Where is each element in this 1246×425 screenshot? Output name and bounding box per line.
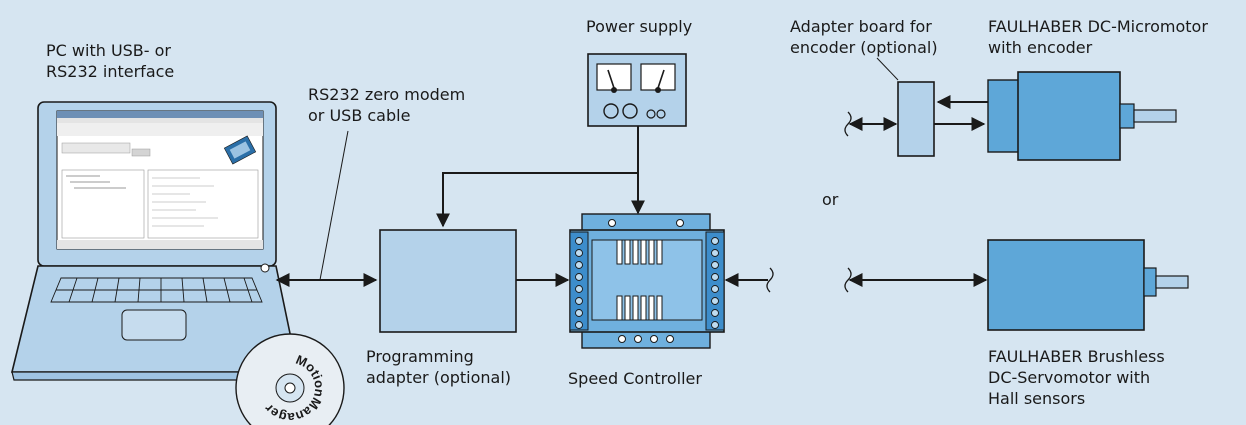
power-line-to-adapter <box>436 126 639 228</box>
break-mark <box>844 267 852 293</box>
motionmanager-cd-icon: MotionManager <box>235 333 345 425</box>
power-supply-label: Power supply <box>586 17 693 36</box>
speed-controller-icon <box>569 213 725 349</box>
cable-leader-line <box>319 130 349 281</box>
laptop-icon <box>10 101 299 381</box>
adapter-board-leader-line <box>876 57 899 81</box>
programming-adapter-box <box>379 229 517 333</box>
adapter-board-box <box>897 81 935 157</box>
or-label: or <box>822 190 839 209</box>
break-mark <box>844 111 852 137</box>
dc-micromotor-icon <box>987 71 1177 161</box>
speed-controller-label: Speed Controller <box>568 369 702 388</box>
break-mark <box>766 267 774 293</box>
brushless-motor-icon <box>987 239 1189 331</box>
power-supply-icon <box>587 53 687 127</box>
